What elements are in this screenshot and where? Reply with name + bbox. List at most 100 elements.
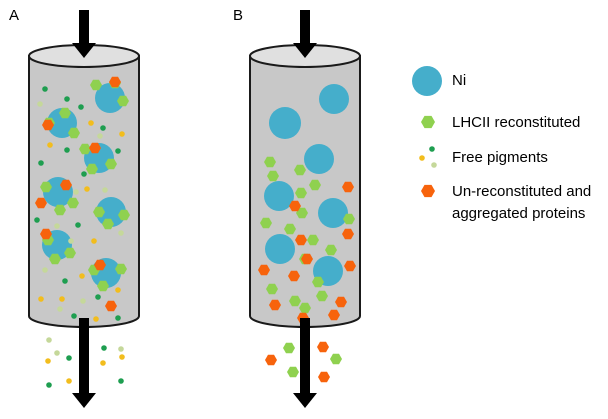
pigment-dot [75, 222, 81, 228]
eluate-aggregate-hexagon [317, 341, 329, 353]
ni-bead [264, 181, 294, 211]
eluate-aggregate-hexagon [265, 354, 277, 366]
pigment-dot [47, 142, 53, 148]
pigment-dot [115, 315, 121, 321]
lhcii-hexagon [307, 234, 319, 246]
pigment-dot [37, 101, 43, 107]
pigment-dot [115, 287, 121, 293]
lhcii-hexagon [40, 181, 52, 193]
lhcii-hexagon [105, 158, 117, 170]
lhcii-hexagon [299, 302, 311, 314]
eluate-pigment-dot [119, 354, 125, 360]
eluate-pigment-dot [46, 337, 52, 343]
aggregate-hexagon [42, 119, 54, 131]
legend-aggregated-label-line1: Un-reconstituted and [452, 183, 592, 200]
aggregate-hexagon [342, 181, 354, 193]
eluate-pigment-dot [100, 360, 106, 366]
ni-bead [318, 198, 348, 228]
lhcii-hexagon [97, 280, 109, 292]
lhcii-hexagon [260, 217, 272, 229]
aggregate-hexagon [269, 299, 281, 311]
ni-bead [304, 144, 334, 174]
column-b-outlet-arrow-shaft [300, 318, 310, 395]
lhcii-hexagon [79, 143, 91, 155]
column-b-inlet-arrow-head [293, 43, 317, 58]
eluate-lhcii-hexagon [287, 366, 299, 378]
lhcii-hexagon [325, 244, 337, 256]
lhcii-hexagon [289, 295, 301, 307]
pigment-dot [42, 86, 48, 92]
lhcii-hexagon [67, 197, 79, 209]
lhcii-hexagon [115, 263, 127, 275]
lhcii-hexagon [316, 290, 328, 302]
lhcii-hexagon [294, 164, 306, 176]
eluate-pigment-dot [101, 345, 107, 351]
eluate-aggregate-hexagon [318, 371, 330, 383]
eluate-pigment-dot [66, 355, 72, 361]
lhcii-hexagon [64, 247, 76, 259]
pigment-dot [95, 294, 101, 300]
ni-bead [319, 84, 349, 114]
lhcii-hexagon [267, 170, 279, 182]
eluate-pigment-dot [118, 346, 124, 352]
pigment-dot [79, 273, 85, 279]
aggregate-hexagon [342, 228, 354, 240]
aggregate-hexagon [288, 270, 300, 282]
aggregate-hexagon [40, 228, 52, 240]
pigment-dot [118, 230, 124, 236]
eluate-lhcii-hexagon [330, 353, 342, 365]
lhcii-hexagon [266, 283, 278, 295]
eluate-pigment-dot [118, 378, 124, 384]
eluate-pigment-dot [46, 382, 52, 388]
pigment-dot [71, 313, 77, 319]
pigment-dot [81, 171, 87, 177]
aggregate-hexagon [89, 142, 101, 154]
pigment-dot [93, 316, 99, 322]
eluate-pigment-dot [66, 378, 72, 384]
legend-orange-hexagon-icon [421, 184, 435, 198]
column-a-outlet-arrow-head [72, 393, 96, 408]
legend-aggregated-label-line2: aggregated proteins [452, 205, 586, 222]
pigment-dot [62, 278, 68, 284]
aggregate-hexagon [35, 197, 47, 209]
lhcii-hexagon [343, 213, 355, 225]
lhcii-hexagon [264, 156, 276, 168]
legend-blue-circle-icon [412, 66, 442, 96]
lhcii-hexagon [86, 163, 98, 175]
legend-green-hexagon-icon [421, 115, 435, 129]
aggregate-hexagon [344, 260, 356, 272]
column-a-inlet-arrow-shaft [79, 10, 89, 45]
pigment-dot [97, 133, 103, 139]
legend-pigment-dots-icon [431, 162, 437, 168]
legend-ni-label: Ni [452, 72, 467, 89]
lhcii-hexagon [117, 95, 129, 107]
aggregate-hexagon [105, 300, 117, 312]
lhcii-hexagon [90, 79, 102, 91]
pigment-dot [34, 217, 40, 223]
lhcii-hexagon [309, 179, 321, 191]
column-a-inlet-arrow-head [72, 43, 96, 58]
aggregate-hexagon [60, 179, 72, 191]
aggregate-hexagon [335, 296, 347, 308]
eluate-pigment-dot [45, 358, 51, 364]
pigment-dot [78, 104, 84, 110]
ni-bead [95, 83, 125, 113]
pigment-dot [80, 298, 86, 304]
pigment-dot [42, 267, 48, 273]
aggregate-hexagon [295, 234, 307, 246]
eluate-lhcii-hexagon [283, 342, 295, 354]
panel-label-a: A [9, 7, 20, 24]
pigment-dot [59, 296, 65, 302]
panel-label-b: B [233, 7, 244, 24]
lhcii-hexagon [68, 127, 80, 139]
lhcii-hexagon [118, 209, 130, 221]
column-b-outlet-arrow-head [293, 393, 317, 408]
pigment-dot [57, 306, 63, 312]
pigment-dot [100, 125, 106, 131]
lhcii-hexagon [296, 207, 308, 219]
lhcii-hexagon [59, 107, 71, 119]
pigment-dot [119, 131, 125, 137]
pigment-dot [54, 223, 60, 229]
column-a-outlet-arrow-shaft [79, 318, 89, 395]
